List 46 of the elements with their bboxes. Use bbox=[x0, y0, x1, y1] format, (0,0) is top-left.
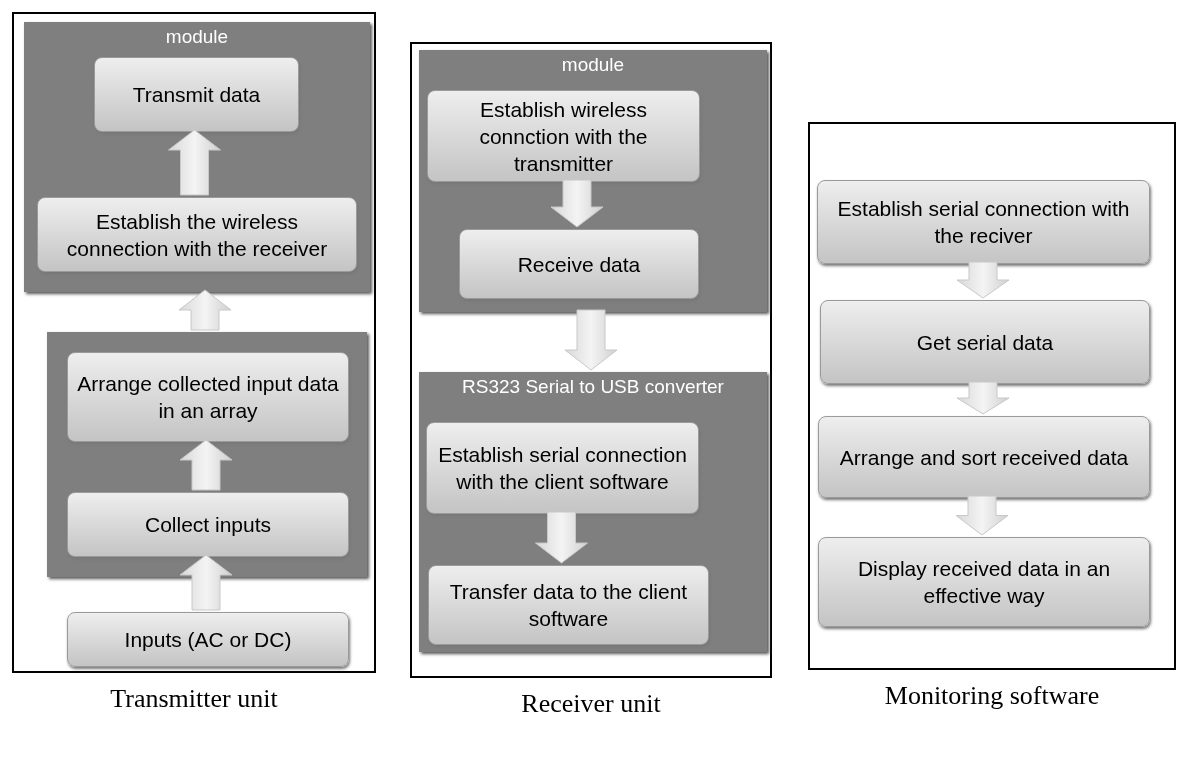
step-box bbox=[67, 612, 349, 667]
step-text: Display received data in an effective way bbox=[856, 556, 1112, 609]
step-box bbox=[818, 416, 1150, 498]
step-text: Establish the wireless connection with the receiver bbox=[65, 208, 329, 262]
block-arrow bbox=[955, 495, 1009, 536]
step-text: Establish wireless connction with the transmitter bbox=[478, 96, 649, 177]
step-text: Arrange collected input data in an array bbox=[76, 371, 340, 424]
step-box bbox=[67, 492, 349, 557]
step-text: Get serial data bbox=[916, 329, 1054, 356]
block-arrow bbox=[178, 289, 232, 331]
block-arrow bbox=[168, 129, 221, 196]
block-arrow bbox=[179, 439, 233, 491]
block-arrow bbox=[956, 261, 1010, 299]
step-text: Transfer data to the client software bbox=[448, 579, 689, 632]
step-text: Transmit data bbox=[132, 82, 261, 108]
step-text: Inputs (AC or DC) bbox=[124, 627, 292, 653]
step-text: Arrange and sort received data bbox=[839, 444, 1129, 471]
step-box bbox=[37, 197, 357, 272]
step-box bbox=[427, 90, 700, 182]
block-arrow bbox=[179, 554, 233, 611]
step-text: Receive data bbox=[517, 251, 641, 278]
step-box bbox=[94, 57, 299, 132]
block-arrow bbox=[564, 309, 618, 371]
module-heading: module bbox=[164, 25, 230, 49]
step-box bbox=[426, 422, 699, 514]
block-arrow bbox=[535, 511, 588, 564]
block-arrow bbox=[956, 381, 1010, 415]
unit-caption: Monitoring software bbox=[883, 680, 1101, 712]
block-arrow bbox=[550, 179, 604, 228]
module-heading: module bbox=[560, 53, 626, 77]
unit-caption: Receiver unit bbox=[520, 688, 662, 720]
module-band bbox=[419, 50, 767, 312]
step-box bbox=[820, 300, 1150, 384]
step-text: Establish serial connection with the reciver bbox=[836, 196, 1131, 249]
unit-caption: Transmitter unit bbox=[109, 683, 279, 715]
module-band bbox=[419, 372, 767, 652]
module-band bbox=[24, 22, 370, 292]
module-band bbox=[47, 332, 367, 577]
module-heading: RS323 Serial to USB converter bbox=[461, 375, 725, 399]
step-box bbox=[459, 229, 699, 299]
step-box bbox=[817, 180, 1150, 264]
step-text: Establish serial connection with the client software bbox=[437, 442, 688, 495]
step-box bbox=[428, 565, 709, 645]
step-box bbox=[818, 537, 1150, 627]
step-box bbox=[67, 352, 349, 442]
step-text: Collect inputs bbox=[144, 512, 272, 538]
